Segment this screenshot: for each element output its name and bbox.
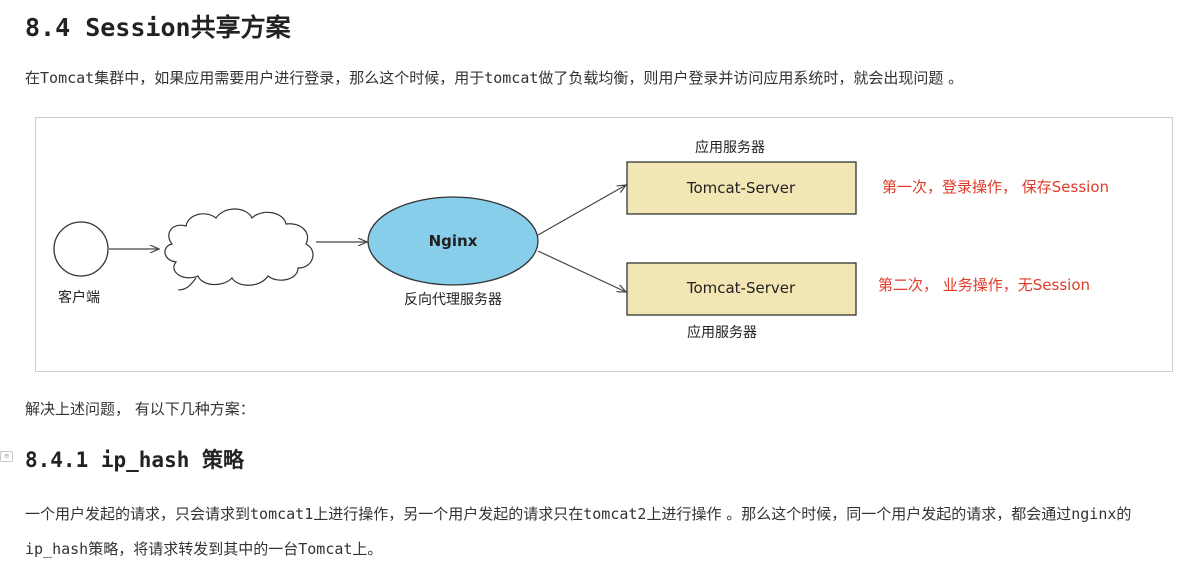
- desc-code-ip-hash: ip_hash: [25, 540, 89, 558]
- session-diagram: 客户端 Nginx 反向代理服务器 应用服务器 Tomcat-Server 第一…: [35, 117, 1173, 372]
- note-first-request: 第一次，登录操作， 保存Session: [882, 178, 1109, 196]
- nginx-node: [367, 196, 539, 286]
- desc-code-tomcat: Tomcat: [298, 540, 353, 558]
- intro-code-tomcat-lower: tomcat: [484, 69, 539, 87]
- desc-text-3: 上进行操作 。那么这个时候，同一个用户发起的请求，都会通过: [646, 505, 1072, 523]
- subsection-heading: 8.4.1 ip_hash 策略: [25, 444, 244, 474]
- server-bottom-caption: 应用服务器: [687, 324, 757, 341]
- note-second-request: 第二次， 业务操作，无Session: [878, 276, 1090, 294]
- section-title: 共享方案: [190, 13, 291, 42]
- server-bottom-label: Tomcat-Server: [686, 279, 796, 297]
- desc-code-tomcat1: tomcat1: [250, 505, 314, 523]
- client-node: [53, 221, 109, 277]
- desc-text-1: 一个用户发起的请求，只会请求到: [25, 505, 251, 523]
- intro-code-tomcat: Tomcat: [40, 69, 95, 87]
- section-heading: 8.4 Session共享方案: [25, 8, 291, 44]
- server-top-box: [626, 161, 857, 215]
- arrow-nginx-to-server-bottom: [537, 250, 626, 292]
- ip-hash-description: 一个用户发起的请求，只会请求到tomcat1上进行操作，另一个用户发起的请求只在…: [25, 497, 1185, 567]
- intro-paragraph: 在Tomcat集群中，如果应用需要用户进行登录，那么这个时候，用于tomcat做…: [25, 66, 963, 90]
- server-bottom-box: [626, 262, 857, 316]
- intro-text-1: 在: [25, 69, 41, 87]
- server-top-caption: 应用服务器: [695, 139, 765, 156]
- server-top-label: Tomcat-Server: [686, 179, 796, 197]
- subsection-title: 策略: [202, 448, 245, 472]
- anchor-link-icon[interactable]: ⊞: [0, 451, 13, 462]
- session-diagram-svg: 客户端 Nginx 反向代理服务器 应用服务器 Tomcat-Server 第一…: [53, 139, 1109, 341]
- proxy-label: 反向代理服务器: [404, 292, 502, 308]
- cloud-tail: [177, 277, 197, 291]
- client-label: 客户端: [58, 289, 100, 306]
- arrow-nginx-to-server-top: [537, 185, 626, 236]
- desc-text-6: 上。: [352, 540, 383, 558]
- desc-text-2: 上进行操作，另一个用户发起的请求只在: [313, 505, 584, 523]
- desc-code-nginx: nginx: [1071, 505, 1117, 523]
- section-number: 8.4 Session: [25, 13, 191, 42]
- desc-text-5: 策略，将请求转发到其中的一台: [88, 540, 299, 558]
- solution-intro: 解决上述问题， 有以下几种方案：: [25, 400, 255, 418]
- nginx-label: Nginx: [429, 232, 478, 250]
- intro-text-2: 集群中，如果应用需要用户进行登录，那么这个时候，用于: [94, 69, 485, 87]
- subsection-number: 8.4.1 ip_hash: [25, 448, 190, 472]
- desc-code-tomcat2: tomcat2: [583, 505, 647, 523]
- internet-cloud-icon: [164, 208, 314, 286]
- desc-text-4: 的: [1116, 505, 1132, 523]
- intro-text-3: 做了负载均衡，则用户登录并访问应用系统时，就会出现问题 。: [538, 69, 964, 87]
